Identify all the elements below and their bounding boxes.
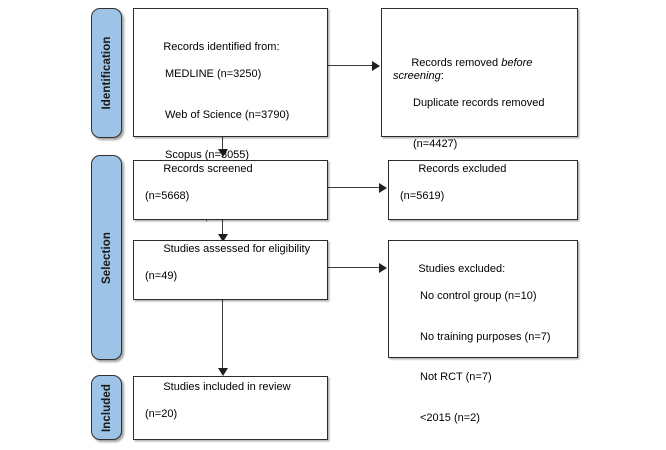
studies-excluded-heading: Studies excluded: bbox=[418, 262, 506, 275]
arrowhead-screened-to-assessed bbox=[217, 234, 228, 242]
records-identified-source-1: MEDLINE (n=3250) bbox=[165, 67, 262, 80]
records-excluded-line-2: (n=5619) bbox=[400, 190, 445, 202]
phase-tab-included: Included bbox=[91, 375, 122, 440]
phase-label-selection: Selection bbox=[100, 231, 113, 284]
studies-excluded-reason-4: <2015 (n=2) bbox=[420, 412, 480, 425]
records-removed-heading-plain: Records removed bbox=[411, 56, 502, 69]
records-removed-item-1: Duplicate records removed bbox=[413, 97, 545, 110]
box-records-excluded-text: Records excluded (n=5619) bbox=[400, 149, 571, 231]
studies-excluded-reason-2: No training purposes (n=7) bbox=[420, 330, 551, 343]
box-records-screened-text: Records screened (n=5668) bbox=[145, 149, 321, 231]
connector-identified-to-removed bbox=[328, 65, 373, 67]
records-identified-source-2: Web of Science (n=3790) bbox=[165, 108, 290, 121]
box-studies-excluded-text: Studies excluded: No control group (n=10… bbox=[400, 249, 571, 450]
arrowhead-assessed-to-studies-excluded bbox=[379, 262, 387, 273]
studies-included-line-1: Studies included in review bbox=[163, 380, 291, 393]
box-records-removed-text: Records removed before screening: Duplic… bbox=[393, 43, 571, 179]
box-studies-excluded: Studies excluded: No control group (n=10… bbox=[388, 240, 578, 424]
box-records-removed: Records removed before screening: Duplic… bbox=[381, 8, 578, 150]
box-records-screened: Records screened (n=5668) bbox=[133, 160, 328, 220]
studies-assessed-line-1: Studies assessed for eligibility bbox=[163, 242, 311, 255]
records-screened-line-2: (n=5668) bbox=[145, 190, 190, 202]
phase-label-identification: Identification bbox=[100, 36, 113, 110]
arrowhead-identified-to-removed bbox=[372, 60, 380, 71]
studies-excluded-reason-3: Not RCT (n=7) bbox=[420, 371, 492, 384]
records-screened-line-1: Records screened bbox=[163, 162, 253, 175]
phase-label-included: Included bbox=[100, 383, 113, 432]
connector-assessed-to-included bbox=[222, 300, 224, 372]
connector-identified-to-screened bbox=[222, 137, 224, 153]
records-removed-heading-tail: : bbox=[440, 70, 444, 83]
records-removed-heading-italic: before screening bbox=[393, 56, 536, 83]
box-studies-included: Studies included in review (n=20) bbox=[133, 376, 328, 440]
arrowhead-identified-to-screened bbox=[217, 149, 228, 157]
phase-tab-identification: Identification bbox=[91, 8, 122, 138]
box-records-excluded: Records excluded (n=5619) bbox=[388, 160, 578, 220]
box-studies-assessed-text: Studies assessed for eligibility (n=49) bbox=[145, 229, 321, 311]
connector-screened-to-excluded bbox=[328, 187, 380, 189]
records-removed-item-2: (n=4427) bbox=[413, 138, 458, 151]
arrowhead-screened-to-excluded bbox=[379, 182, 387, 193]
connector-assessed-to-studies-excluded bbox=[328, 267, 380, 269]
records-identified-heading: Records identified from: bbox=[163, 40, 280, 53]
studies-excluded-reason-1: No control group (n=10) bbox=[420, 289, 537, 302]
box-records-identified: Records identified from: MEDLINE (n=3250… bbox=[133, 8, 328, 223]
studies-included-line-2: (n=20) bbox=[145, 408, 178, 420]
records-identified-source-3: Scopus (n=3055) bbox=[165, 149, 250, 162]
phase-tab-selection: Selection bbox=[91, 155, 122, 360]
connector-screened-to-assessed bbox=[222, 220, 224, 238]
records-excluded-line-1: Records excluded bbox=[418, 162, 507, 175]
box-studies-included-text: Studies included in review (n=20) bbox=[145, 367, 321, 449]
box-studies-assessed: Studies assessed for eligibility (n=49) bbox=[133, 240, 328, 300]
arrowhead-assessed-to-included bbox=[217, 368, 228, 376]
studies-assessed-line-2: (n=49) bbox=[145, 270, 178, 282]
